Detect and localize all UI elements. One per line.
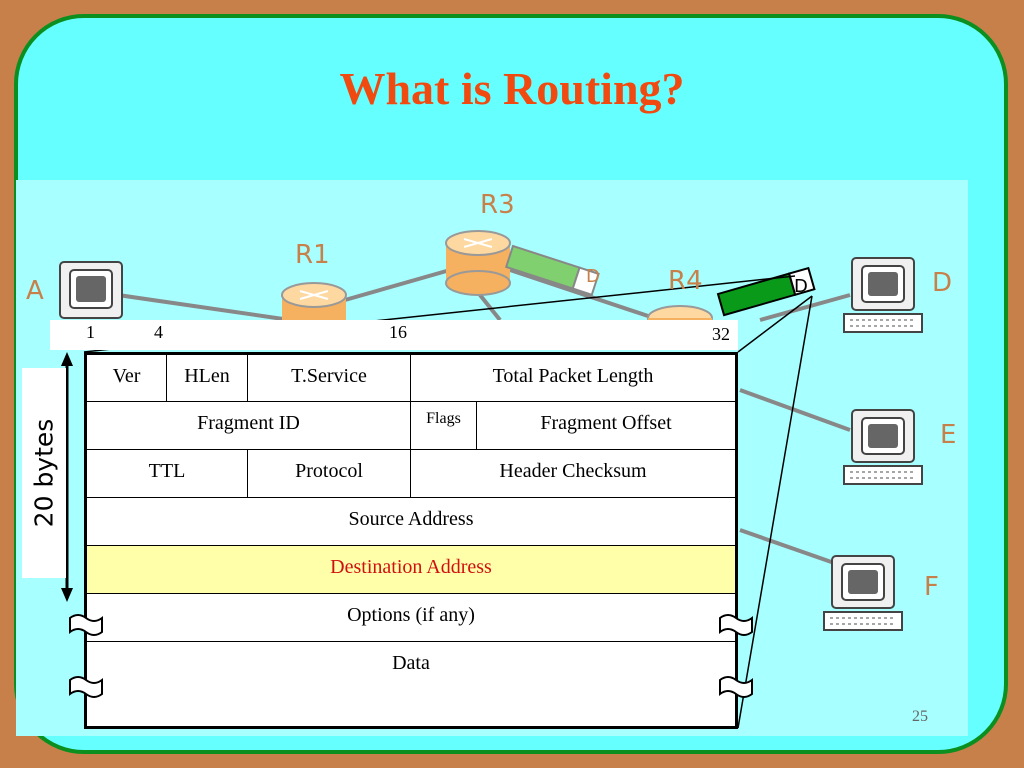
computer-icon-f [823, 555, 903, 631]
host-label-a: A [26, 276, 44, 306]
table-row: Data [85, 641, 737, 728]
field-ttl: TTL [85, 449, 248, 498]
router-label-r1: R1 [295, 240, 330, 270]
computer-icon-e [843, 409, 923, 485]
host-label-e: E [940, 420, 957, 450]
size-arrow [61, 352, 73, 602]
field-options: Options (if any) [85, 593, 737, 642]
table-row: Ver HLen T.Service Total Packet Length [85, 353, 737, 402]
bit-label: 16 [389, 322, 407, 342]
size-label: 20 bytes [29, 418, 59, 528]
link-r4-f [739, 528, 841, 567]
link-r1-r3 [344, 268, 451, 302]
field-type-of-service: T.Service [247, 353, 411, 402]
link-r4-d [759, 293, 851, 322]
table-row: Source Address [85, 497, 737, 546]
page-number: 25 [912, 708, 928, 725]
table-row-highlighted: Destination Address [85, 545, 737, 594]
table-row: TTL Protocol Header Checksum [85, 449, 737, 498]
router-label-r3: R3 [480, 190, 515, 220]
host-label-d: D [932, 268, 953, 298]
link-a-r1 [117, 293, 291, 322]
link-r4-e [739, 388, 851, 432]
field-protocol: Protocol [247, 449, 411, 498]
field-fragment-offset: Fragment Offset [476, 401, 737, 450]
slide-title: What is Routing? [339, 63, 685, 114]
bit-label: 32 [712, 324, 730, 344]
field-fragment-id: Fragment ID [85, 401, 411, 450]
packet-icon [504, 244, 600, 296]
link-r3-r4 [509, 268, 661, 322]
field-total-length: Total Packet Length [410, 353, 737, 402]
table-row: Fragment ID Flags Fragment Offset [85, 401, 737, 450]
host-label-f: F [924, 572, 939, 602]
bit-label: 4 [154, 322, 163, 342]
router-r1-icon [281, 282, 347, 325]
field-flags: Flags [410, 401, 477, 450]
zoom-line [737, 295, 813, 353]
packet-destination-label: D [586, 266, 600, 287]
computer-icon-d [843, 257, 923, 333]
table-row: Options (if any) [85, 593, 737, 642]
bit-position-strip [50, 320, 738, 350]
field-header-checksum: Header Checksum [410, 449, 737, 498]
field-header-length: HLen [166, 353, 248, 402]
field-version: Ver [85, 353, 167, 402]
router-r3-icon [445, 230, 511, 296]
field-source-address: Source Address [85, 497, 737, 546]
zoom-line [737, 295, 813, 729]
field-destination-address: Destination Address [85, 545, 737, 594]
router-label-r4: R4 [668, 266, 703, 296]
packet-destination-label: D [794, 276, 808, 297]
bit-label: 1 [86, 322, 95, 342]
packet-icon [716, 266, 816, 317]
link-r3-down [478, 293, 502, 322]
ip-header-table: Ver HLen T.Service Total Packet Length F… [84, 352, 738, 729]
size-label-background [22, 368, 66, 578]
field-data: Data [85, 641, 737, 728]
